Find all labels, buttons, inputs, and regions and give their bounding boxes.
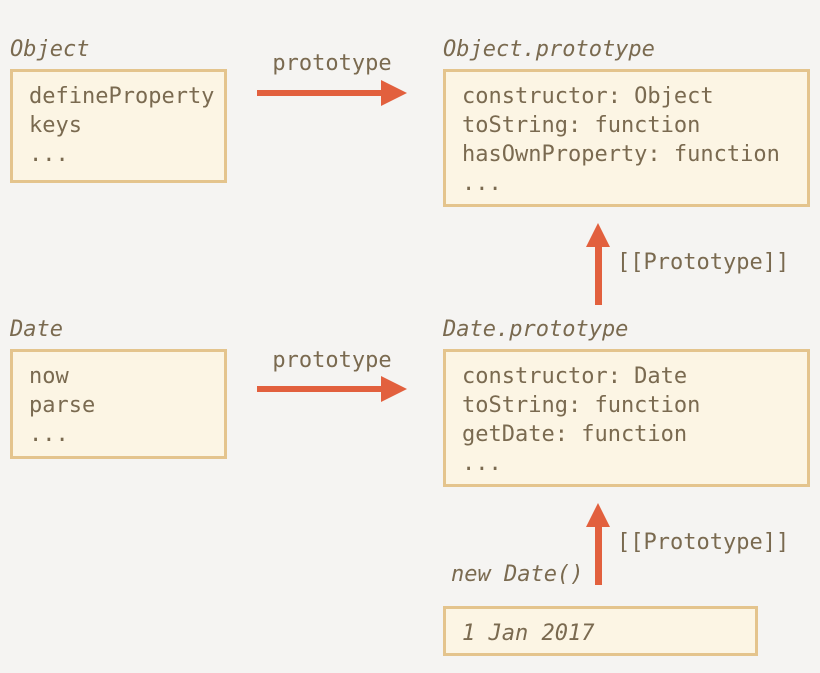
date-prototype-member: toString: function	[462, 393, 701, 418]
right-arrow-head-icon	[381, 376, 407, 402]
date-prototype-node-title: Date.prototype	[443, 317, 629, 342]
date-member: parse	[29, 393, 96, 418]
prototype-edge-label: prototype	[272, 348, 392, 373]
object-prototype-node-box: constructor: Object toString: function h…	[443, 69, 810, 207]
right-arrow-shaft	[257, 386, 381, 392]
proto-edge-label: [[Prototype]]	[617, 250, 790, 275]
object-node-box: defineProperty keys ...	[10, 69, 227, 183]
date-prototype-member: constructor: Date	[462, 364, 688, 389]
date-member: ...	[29, 422, 69, 447]
up-arrow-shaft	[595, 526, 602, 585]
up-arrow-shaft	[595, 246, 602, 305]
object-prototype-member: constructor: Object	[462, 84, 714, 109]
prototype-edge-label: prototype	[272, 51, 392, 76]
object-member: keys	[29, 113, 82, 138]
date-prototype-member: getDate: function	[462, 422, 688, 447]
object-prototype-node-title: Object.prototype	[443, 37, 655, 62]
date-node-title: Date	[10, 317, 63, 342]
object-prototype-member: ...	[462, 171, 502, 196]
up-arrow-head-icon	[586, 223, 610, 247]
right-arrow-head-icon	[381, 80, 407, 106]
proto-edge-label: [[Prototype]]	[617, 530, 790, 555]
date-node-box: now parse ...	[10, 349, 227, 459]
up-arrow-head-icon	[586, 503, 610, 527]
date-prototype-member: ...	[462, 451, 502, 476]
object-node-title: Object	[10, 37, 90, 62]
object-member: defineProperty	[29, 84, 215, 109]
object-prototype-member: toString: function	[462, 113, 701, 138]
date-instance-value: 1 Jan 2017	[462, 621, 595, 646]
date-instance-title: new Date()	[451, 562, 584, 587]
right-arrow-shaft	[257, 90, 381, 96]
date-instance-box: 1 Jan 2017	[443, 606, 758, 656]
date-prototype-node-box: constructor: Date toString: function get…	[443, 349, 810, 487]
object-prototype-member: hasOwnProperty: function	[462, 142, 780, 167]
object-member: ...	[29, 142, 69, 167]
date-member: now	[29, 364, 69, 389]
